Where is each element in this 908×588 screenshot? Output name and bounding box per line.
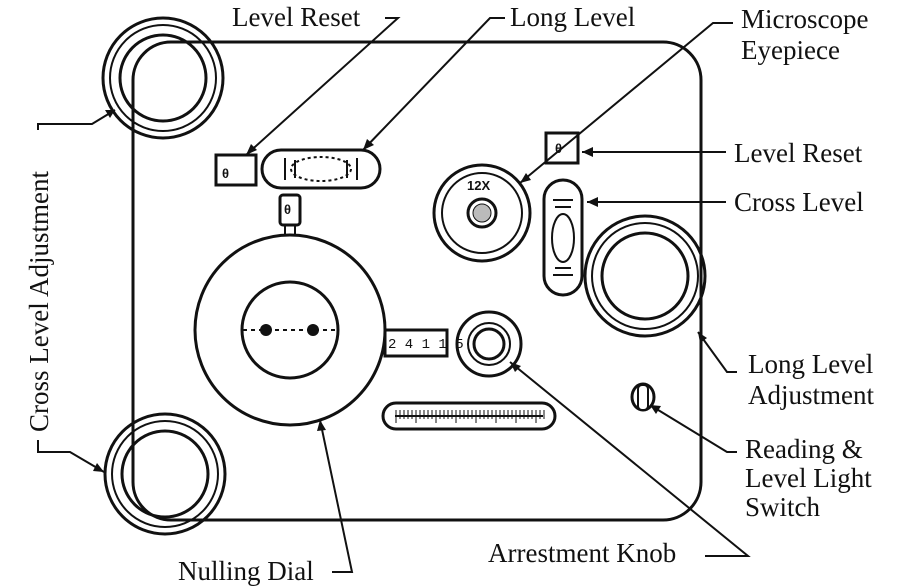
label-long-level: Long Level [510,2,635,32]
arrestment-knob [455,310,523,378]
label-switch-line2: Level Light [745,463,872,493]
level-reset-button-right: θ [544,131,580,165]
leader-lines [37,17,751,573]
label-microscope-line2: Eyepiece [741,35,840,65]
reading-light-switch [630,382,656,412]
label-level-reset-top: Level Reset [232,2,361,32]
label-switch-line3: Switch [745,492,821,522]
cross-level-adjustment-knob-top [101,16,225,140]
reset-symbol-right: θ [555,141,562,156]
microscope-eyepiece: 12X [432,163,532,263]
reading-scale [381,401,557,431]
instrument-panel [131,40,703,522]
reset-symbol-stem: θ [284,202,291,217]
long-level-adjustment-knob [583,214,707,338]
long-level-vial [260,148,382,190]
label-long-level-adjustment-line2: Adjustment [748,380,874,410]
reset-symbol-left: θ [222,166,229,181]
label-cross-level: Cross Level [734,187,864,217]
label-long-level-adjustment-line1: Long Level [748,349,873,379]
label-nulling-dial: Nulling Dial [178,556,314,586]
reading-counter: 2 4 1 1 5 [383,328,464,358]
label-switch-line1: Reading & [745,434,863,464]
nulling-dial [193,233,387,427]
eyepiece-magnification: 12X [467,178,490,193]
level-reset-stem: θ [278,193,302,236]
label-arrestment-knob: Arrestment Knob [488,538,676,568]
label-level-reset-right: Level Reset [734,138,863,168]
counter-reading: 2 4 1 1 5 [388,337,464,353]
label-cross-level-adjustment: Cross Level Adjustment [24,171,54,432]
label-microscope-line1: Microscope [741,4,868,34]
cross-level-vial [542,178,584,297]
cross-level-adjustment-knob-bottom [103,412,227,536]
level-reset-button-left: θ [214,153,258,187]
